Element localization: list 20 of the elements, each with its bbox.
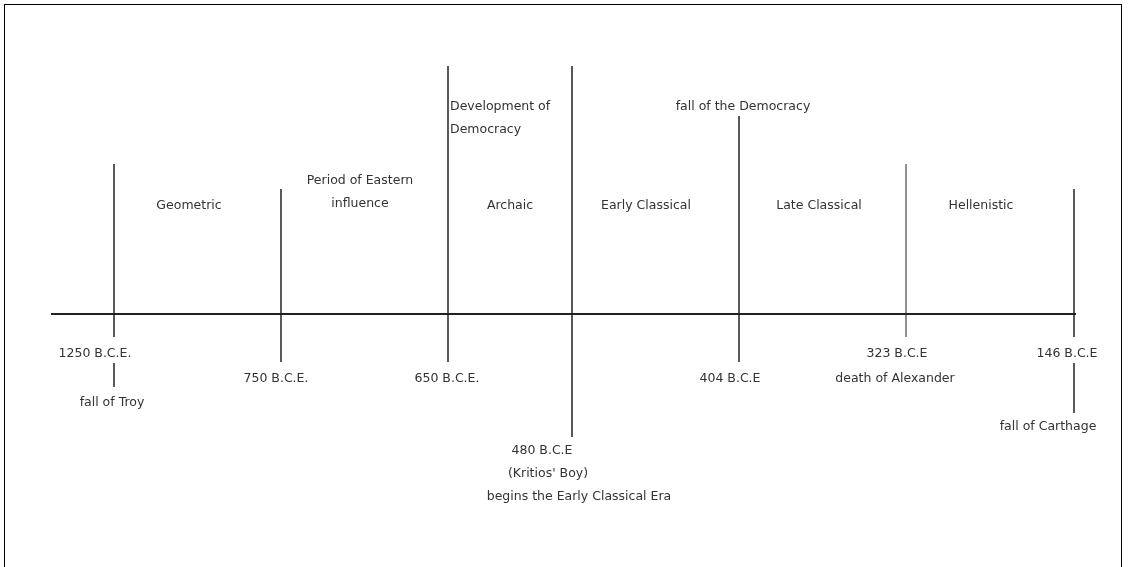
period-label: Hellenistic xyxy=(948,195,1014,214)
date-label: 323 B.C.E xyxy=(866,343,928,362)
event-label: begins the Early Classical Era xyxy=(486,486,672,505)
period-label: Early Classical xyxy=(601,195,691,214)
date-label: 480 B.C.E xyxy=(511,440,573,459)
date-label: 404 B.C.E xyxy=(699,368,761,387)
event-label: death of Alexander xyxy=(835,368,955,387)
period-label: Archaic xyxy=(486,195,534,214)
event-label: fall of Troy xyxy=(79,392,145,411)
event-label: fall of the Democracy xyxy=(675,96,811,115)
period-label: Geometric xyxy=(156,195,222,214)
date-label: 750 B.C.E. xyxy=(243,368,309,387)
period-label: Period of Eastern influence xyxy=(305,171,415,212)
date-label: 146 B.C.E xyxy=(1036,343,1098,362)
event-label: (Kritios' Boy) xyxy=(507,463,589,482)
period-label: Late Classical xyxy=(776,195,862,214)
date-label: 1250 B.C.E. xyxy=(58,343,132,362)
date-label: 650 B.C.E. xyxy=(414,368,480,387)
event-label: fall of Carthage xyxy=(999,416,1097,435)
period-note: Development of Democracy xyxy=(450,97,552,138)
